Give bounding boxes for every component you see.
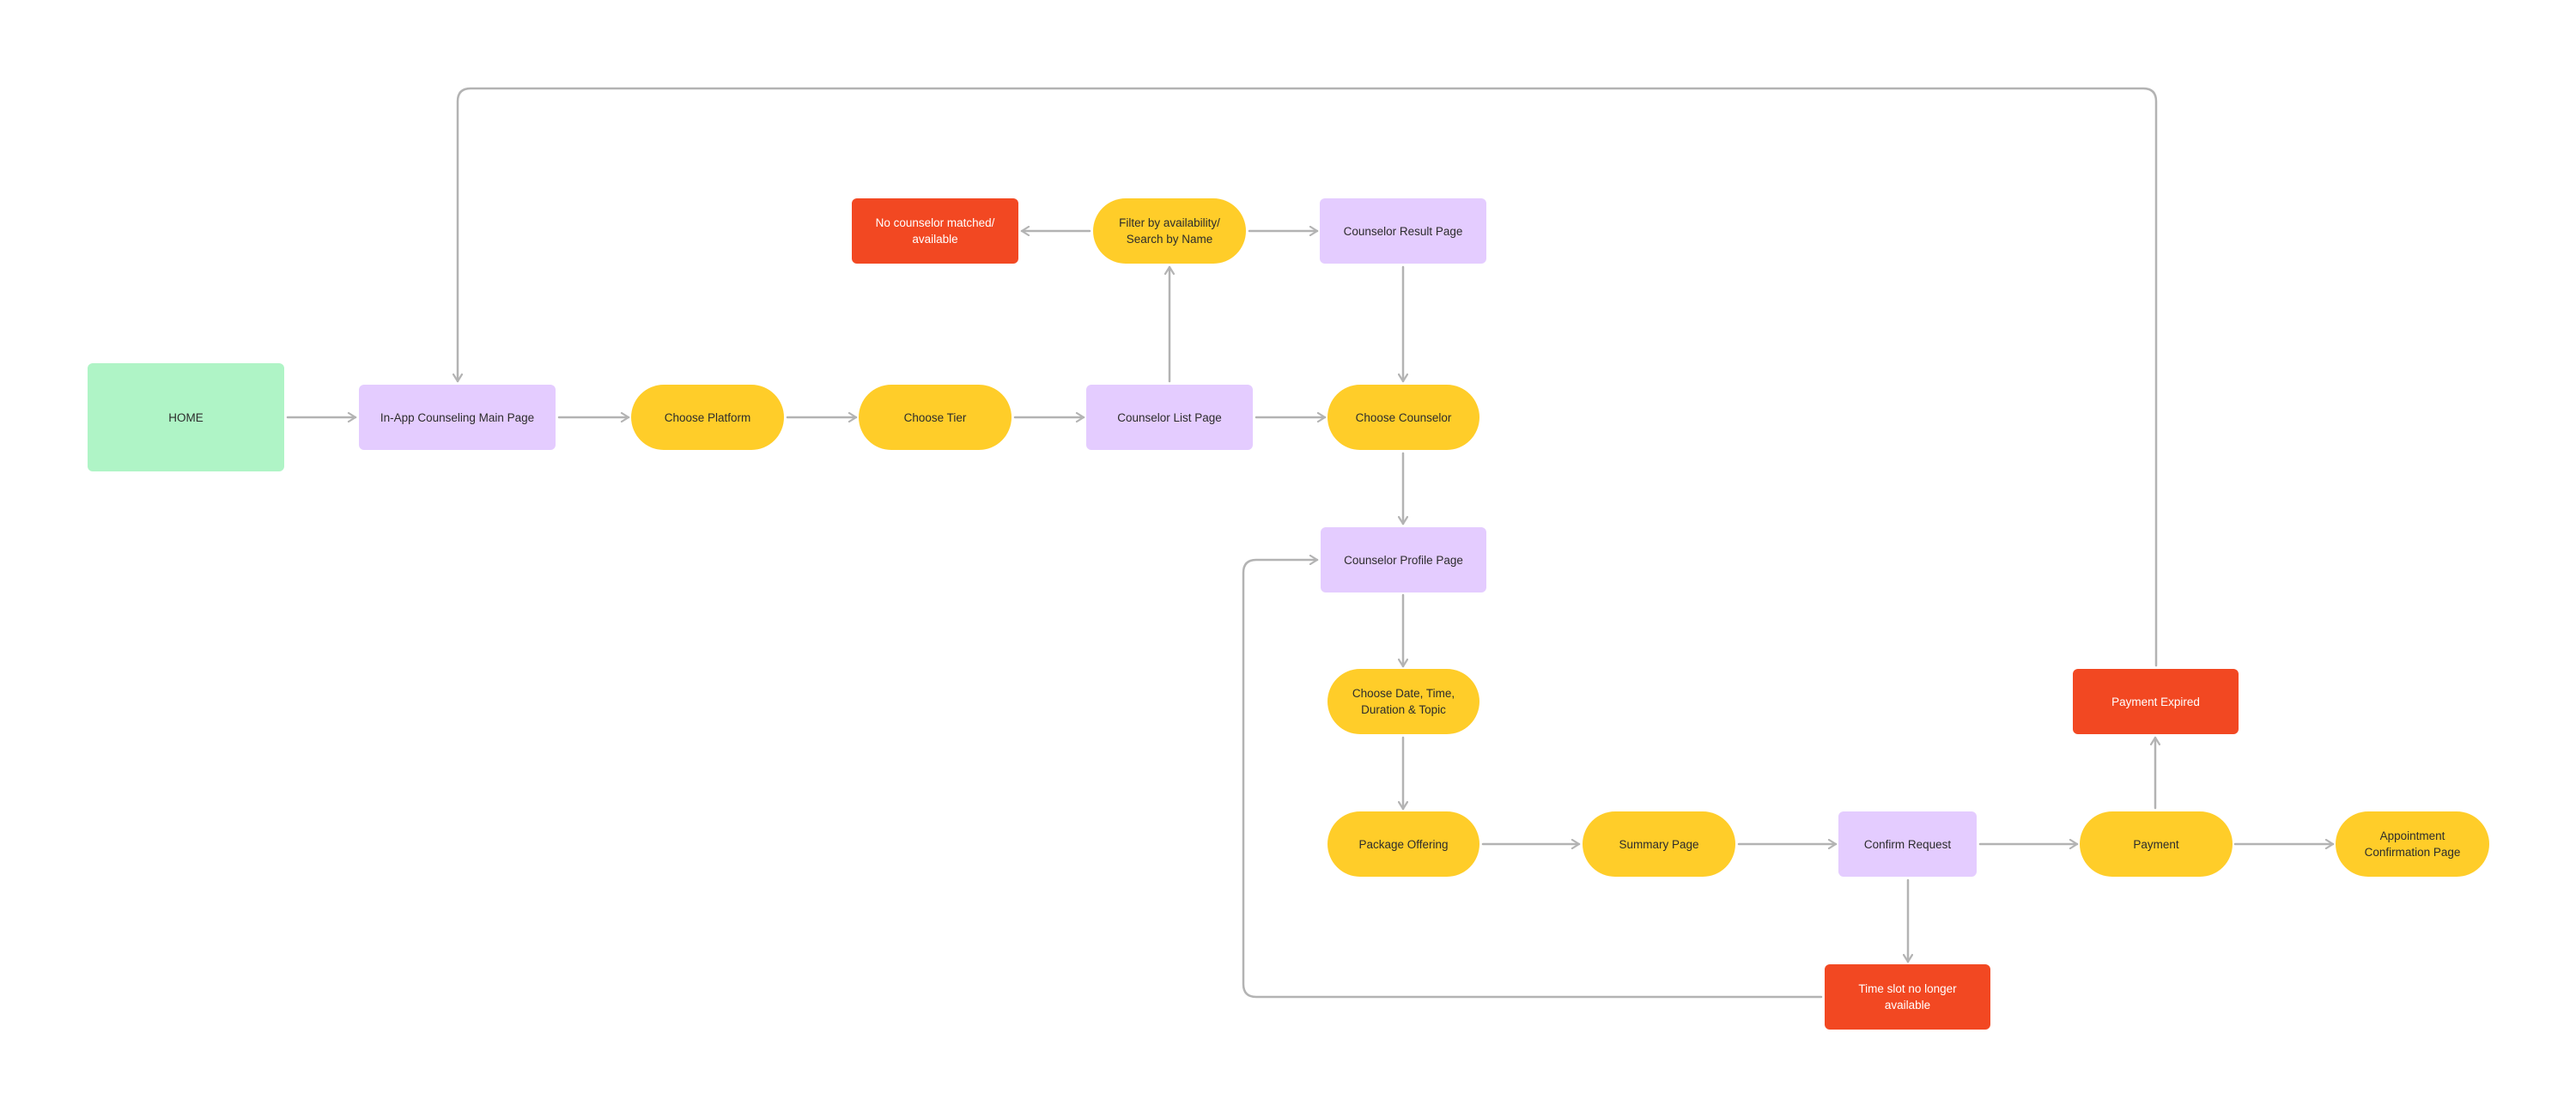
node-home[interactable]: HOME bbox=[88, 363, 284, 471]
node-label: Counselor List Page bbox=[1117, 410, 1222, 424]
node-label: Choose Counselor bbox=[1355, 410, 1452, 424]
node-label: No counselor matched/ available bbox=[875, 216, 995, 246]
node-label: In-App Counseling Main Page bbox=[380, 410, 535, 424]
node-label: Choose Tier bbox=[903, 410, 967, 424]
node-counselor-profile-page[interactable]: Counselor Profile Page bbox=[1321, 527, 1486, 592]
node-choose-date-time[interactable]: Choose Date, Time, Duration & Topic bbox=[1327, 669, 1479, 734]
node-label: Payment Expired bbox=[2111, 695, 2200, 708]
edge-expired-to-main bbox=[458, 87, 2158, 667]
node-no-counselor-matched[interactable]: No counselor matched/ available bbox=[852, 198, 1018, 264]
node-counselor-list-page[interactable]: Counselor List Page bbox=[1086, 385, 1253, 450]
node-choose-tier[interactable]: Choose Tier bbox=[859, 385, 1012, 450]
node-choose-counselor[interactable]: Choose Counselor bbox=[1327, 385, 1479, 450]
node-package-offering[interactable]: Package Offering bbox=[1327, 811, 1479, 877]
node-time-slot-unavailable[interactable]: Time slot no longer available bbox=[1825, 964, 1990, 1030]
edge-timeslot-to-profile bbox=[1242, 560, 1823, 999]
node-filter-search[interactable]: Filter by availability/ Search by Name bbox=[1093, 198, 1246, 264]
node-in-app-counseling-main-page[interactable]: In-App Counseling Main Page bbox=[359, 385, 556, 450]
node-label: Counselor Profile Page bbox=[1344, 553, 1463, 567]
node-label: Confirm Request bbox=[1863, 837, 1952, 851]
node-counselor-result-page[interactable]: Counselor Result Page bbox=[1320, 198, 1486, 264]
node-confirm-request[interactable]: Confirm Request bbox=[1838, 811, 1977, 877]
node-label: Package Offering bbox=[1358, 837, 1449, 851]
node-label: Choose Date, Time, Duration & Topic bbox=[1352, 687, 1455, 716]
node-label: Counselor Result Page bbox=[1343, 224, 1463, 238]
node-label: Time slot no longer available bbox=[1858, 982, 1957, 1012]
node-payment-expired[interactable]: Payment Expired bbox=[2073, 669, 2239, 734]
node-label: Summary Page bbox=[1619, 837, 1699, 851]
node-label: Payment bbox=[2133, 837, 2179, 851]
node-choose-platform[interactable]: Choose Platform bbox=[631, 385, 784, 450]
node-label: HOME bbox=[168, 410, 204, 424]
node-label: Appointment Confirmation Page bbox=[2364, 829, 2461, 859]
node-appointment-confirmation-page[interactable]: Appointment Confirmation Page bbox=[2336, 811, 2489, 877]
node-payment[interactable]: Payment bbox=[2080, 811, 2233, 877]
node-label: Choose Platform bbox=[664, 410, 751, 424]
node-summary-page[interactable]: Summary Page bbox=[1583, 811, 1735, 877]
node-label: Filter by availability/ Search by Name bbox=[1119, 216, 1220, 246]
